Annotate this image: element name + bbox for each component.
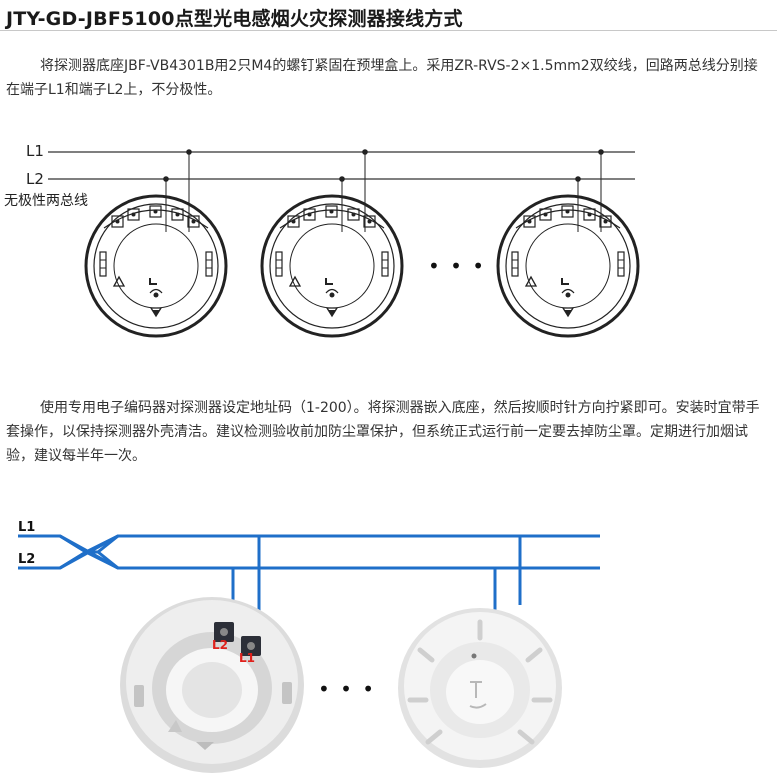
detector-base-3 [496, 147, 640, 338]
detector-base-photo: L2 L1 [120, 597, 304, 773]
ellipsis-more-detectors: • • • [318, 677, 376, 701]
terminal-label-l1: L1 [239, 651, 255, 665]
smoke-detector-photo [398, 608, 562, 768]
installation-paragraph: 将探测器底座JBF-VB4301B用2只M4的螺钉紧固在预埋盒上。采用ZR-RV… [6, 58, 758, 98]
detector-photo-diagram: L1 L2 L2 L1 • • • [18, 520, 600, 773]
junction-dot [163, 176, 169, 182]
page-title: JTY-GD-JBF5100点型光电感烟火灾探测器接线方式 [6, 8, 463, 30]
twisted-pair-wires [18, 534, 600, 646]
bus-label-l1: L1 [26, 142, 44, 160]
bus-label-l1: L1 [18, 520, 35, 535]
bus-label-l2: L2 [26, 170, 44, 188]
coding-paragraph: 使用专用电子编码器对探测器设定地址码（1-200）。将探测器嵌入底座，然后按顺时… [6, 400, 760, 464]
detector-base-2 [260, 147, 404, 338]
title-divider [0, 30, 777, 31]
terminal-label-l2: L2 [212, 638, 228, 652]
nonpolar-bus-label: 无极性两总线 [4, 193, 88, 209]
ellipsis-more-detectors: • • • [428, 254, 486, 278]
bus-label-l2: L2 [18, 552, 35, 567]
junction-dot [186, 149, 192, 155]
detector-base-1 [84, 149, 228, 338]
wiring-schematic-diagram: L1 L2 [26, 142, 640, 338]
